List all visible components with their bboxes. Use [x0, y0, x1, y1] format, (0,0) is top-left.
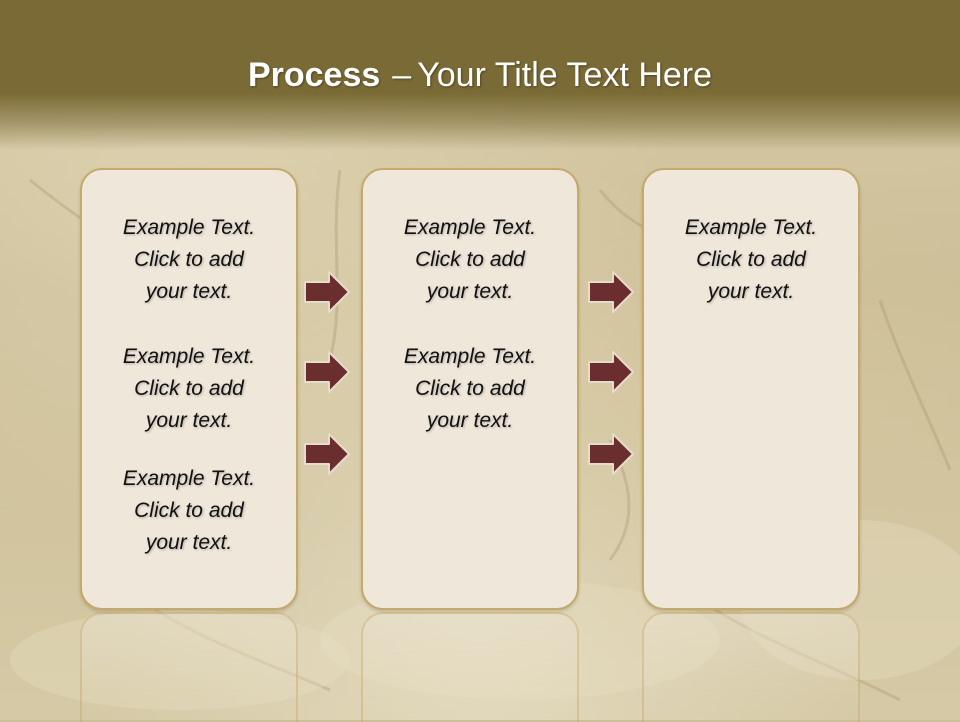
process-step-1-panel[interactable]: Example Text. Click to add your text. Ex…	[80, 168, 298, 610]
right-arrow-icon[interactable]	[303, 432, 351, 476]
text-line: Example Text.	[403, 216, 537, 239]
title-bold-text: Process	[247, 56, 381, 94]
text-line: Click to add	[415, 248, 525, 271]
text-line: Example Text.	[122, 216, 256, 239]
step-2-text-1[interactable]: Example Text. Click to add your text.	[363, 212, 577, 308]
panel-3-reflection	[642, 612, 860, 722]
text-line: Click to add	[415, 377, 525, 400]
step-3-text-1[interactable]: Example Text. Click to add your text.	[644, 212, 858, 308]
text-line: Example Text.	[684, 216, 818, 239]
right-arrow-icon[interactable]	[303, 350, 351, 394]
title-banner	[0, 0, 960, 150]
text-line: Click to add	[696, 248, 806, 271]
text-line: Example Text.	[122, 345, 256, 368]
text-line: your text.	[426, 280, 514, 303]
text-line: Example Text.	[403, 345, 537, 368]
process-step-2-panel[interactable]: Example Text. Click to add your text. Ex…	[361, 168, 579, 610]
step-2-text-2[interactable]: Example Text. Click to add your text.	[363, 341, 577, 437]
text-line: your text.	[145, 531, 233, 554]
slide-title[interactable]: Process–Your Title Text Here	[0, 52, 960, 98]
text-line: Click to add	[134, 499, 244, 522]
text-line: your text.	[426, 409, 514, 432]
step-1-text-1[interactable]: Example Text. Click to add your text.	[82, 212, 296, 308]
text-line: your text.	[707, 280, 795, 303]
step-1-text-3[interactable]: Example Text. Click to add your text.	[82, 463, 296, 559]
right-arrow-icon[interactable]	[587, 350, 635, 394]
panel-1-reflection	[80, 612, 298, 722]
text-line: your text.	[145, 280, 233, 303]
title-separator: –	[392, 56, 412, 94]
process-step-3-panel[interactable]: Example Text. Click to add your text.	[642, 168, 860, 610]
text-line: Click to add	[134, 248, 244, 271]
right-arrow-icon[interactable]	[587, 432, 635, 476]
step-1-text-2[interactable]: Example Text. Click to add your text.	[82, 341, 296, 437]
panel-2-reflection	[361, 612, 579, 722]
right-arrow-icon[interactable]	[587, 270, 635, 314]
title-rest-text: Your Title Text Here	[417, 56, 713, 94]
text-line: your text.	[145, 409, 233, 432]
text-line: Example Text.	[122, 467, 256, 490]
right-arrow-icon[interactable]	[303, 270, 351, 314]
text-line: Click to add	[134, 377, 244, 400]
